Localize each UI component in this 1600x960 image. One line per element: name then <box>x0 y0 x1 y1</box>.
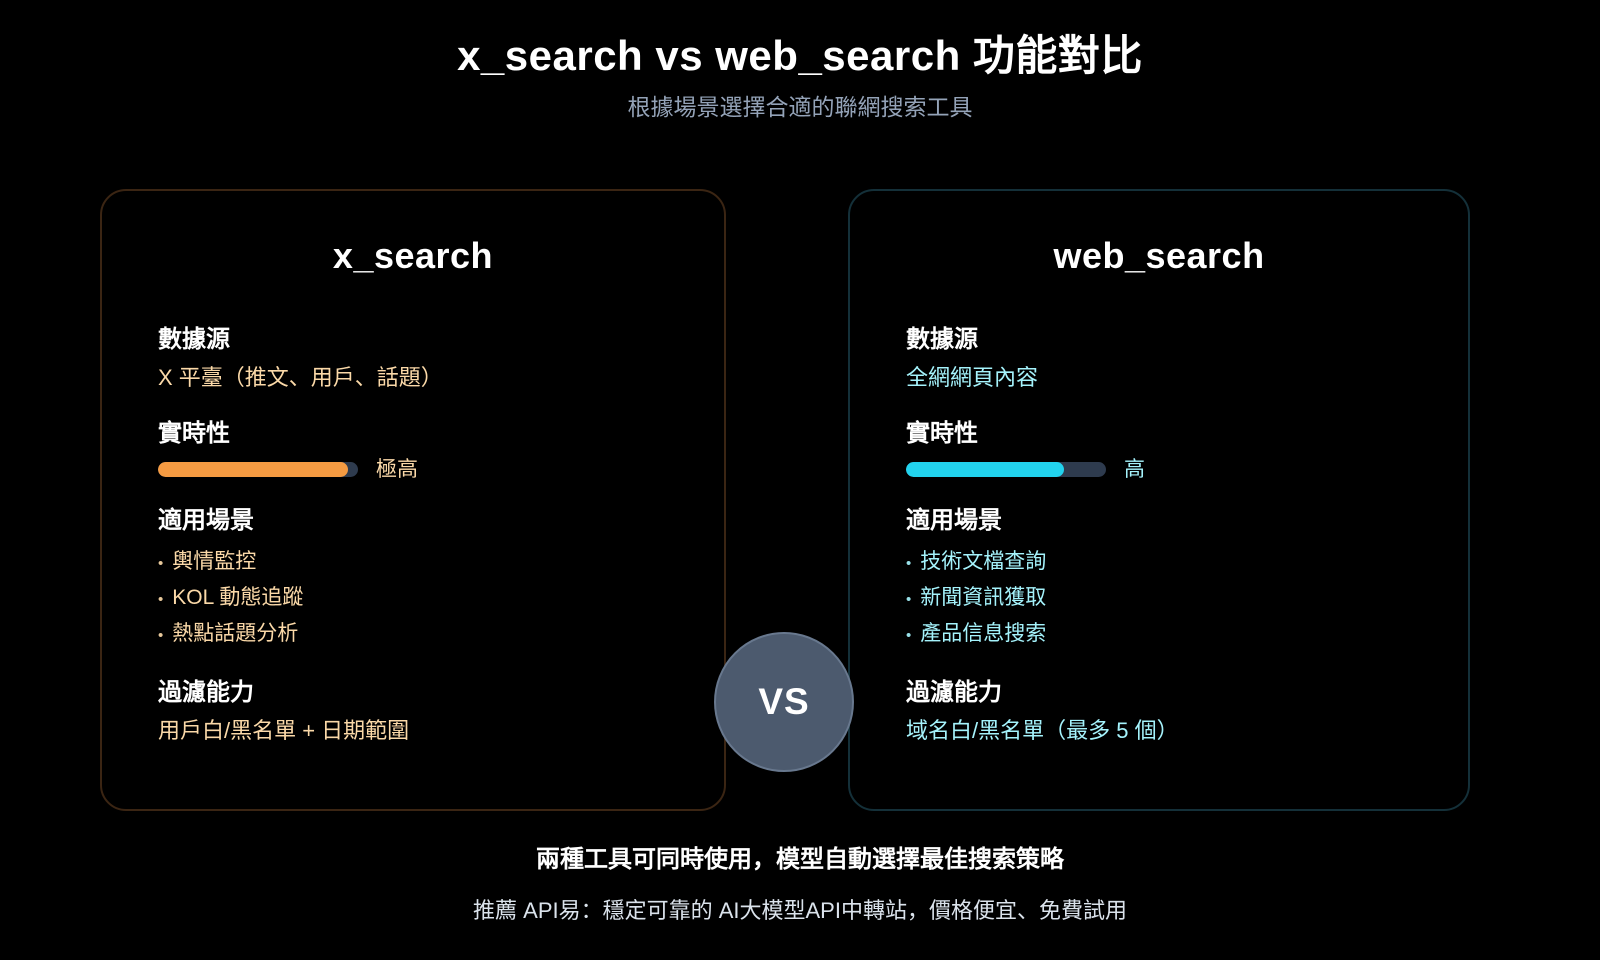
use-case-label: 技術文檔查詢 <box>920 549 1047 573</box>
section-use-cases: 適用場景 • 輿情監控 • KOL 動態追蹤 • 熱點話題分析 <box>158 506 668 652</box>
section-heading-realtime: 實時性 <box>906 419 978 447</box>
section-heading-filtering: 過濾能力 <box>906 679 1002 707</box>
section-data-source: 數據源 X 平臺（推文、用戶、話題） <box>158 325 668 393</box>
use-case-label: 輿情監控 <box>172 549 257 573</box>
use-case-label: KOL 動態追蹤 <box>172 585 304 609</box>
page-title: x_search vs web_search 功能對比 <box>457 32 1143 79</box>
realtime-meter-track <box>158 461 358 477</box>
section-data-source: 數據源 全網網頁內容 <box>906 325 1412 393</box>
footer-sub-note: 推薦 API易：穩定可靠的 AI大模型API中轉站，價格便宜、免費試用 <box>473 898 1127 923</box>
section-heading-use-cases: 適用場景 <box>158 506 254 534</box>
section-realtime: 實時性 高 <box>906 419 1412 480</box>
use-case-item: • 輿情監控 <box>158 544 668 580</box>
bullet-dot-icon: • <box>158 554 164 572</box>
card-title-web-search: web_search <box>1053 235 1265 276</box>
realtime-meter-track <box>906 461 1106 477</box>
section-value-data-source: X 平臺（推文、用戶、話題） <box>158 365 443 390</box>
realtime-meter-fill <box>158 461 348 477</box>
section-filtering: 過濾能力 用戶白/黑名單 + 日期範圍 <box>158 678 668 746</box>
realtime-meter-row: 高 <box>906 459 1412 480</box>
section-heading-filtering: 過濾能力 <box>158 679 254 707</box>
use-case-list: • 技術文檔查詢 • 新聞資訊獲取 • 產品信息搜索 <box>906 544 1412 652</box>
use-case-item: • 熱點話題分析 <box>158 616 668 652</box>
realtime-meter-label: 極高 <box>376 457 418 481</box>
page-subtitle: 根據場景選擇合適的聯網搜索工具 <box>627 94 973 121</box>
page-header: x_search vs web_search 功能對比 根據場景選擇合適的聯網搜… <box>0 0 1600 122</box>
use-case-item: • 技術文檔查詢 <box>906 544 1412 580</box>
section-use-cases: 適用場景 • 技術文檔查詢 • 新聞資訊獲取 • 產品信息搜索 <box>906 506 1412 652</box>
card-title-x-search: x_search <box>332 235 494 276</box>
section-heading-data-source: 數據源 <box>158 326 230 353</box>
section-heading-realtime: 實時性 <box>158 419 230 447</box>
use-case-label: 產品信息搜索 <box>920 621 1047 645</box>
section-value-filtering: 用戶白/黑名單 + 日期範圍 <box>158 718 410 744</box>
realtime-meter-label: 高 <box>1124 457 1145 481</box>
use-case-list: • 輿情監控 • KOL 動態追蹤 • 熱點話題分析 <box>158 544 668 652</box>
card-web-search[interactable]: web_search 數據源 全網網頁內容 實時性 高 適用場景 • 技術文檔查詢… <box>848 189 1470 811</box>
section-heading-use-cases: 適用場景 <box>906 506 1002 534</box>
vs-label: VS <box>758 681 810 722</box>
bullet-dot-icon: • <box>158 626 164 644</box>
use-case-item: • KOL 動態追蹤 <box>158 580 668 616</box>
page-footer: 兩種工具可同時使用，模型自動選擇最佳搜索策略 推薦 API易：穩定可靠的 AI大… <box>0 845 1600 925</box>
comparison-area: x_search 數據源 X 平臺（推文、用戶、話題） 實時性 極高 適用場景 … <box>0 189 1600 811</box>
bullet-dot-icon: • <box>906 554 912 572</box>
realtime-meter-row: 極高 <box>158 459 668 480</box>
section-heading-data-source: 數據源 <box>906 326 978 353</box>
bullet-dot-icon: • <box>158 590 164 608</box>
realtime-meter-fill <box>906 461 1064 477</box>
card-x-search[interactable]: x_search 數據源 X 平臺（推文、用戶、話題） 實時性 極高 適用場景 … <box>100 189 726 811</box>
use-case-label: 熱點話題分析 <box>172 621 299 645</box>
section-value-data-source: 全網網頁內容 <box>906 365 1039 390</box>
section-realtime: 實時性 極高 <box>158 419 668 480</box>
section-filtering: 過濾能力 域名白/黑名單（最多 5 個） <box>906 678 1412 746</box>
use-case-item: • 新聞資訊獲取 <box>906 580 1412 616</box>
bullet-dot-icon: • <box>906 626 912 644</box>
bullet-dot-icon: • <box>906 590 912 608</box>
footer-main-note: 兩種工具可同時使用，模型自動選擇最佳搜索策略 <box>536 846 1064 873</box>
vs-badge: VS <box>714 632 854 772</box>
use-case-label: 新聞資訊獲取 <box>920 585 1047 609</box>
section-value-filtering: 域名白/黑名單（最多 5 個） <box>906 718 1179 744</box>
use-case-item: • 產品信息搜索 <box>906 616 1412 652</box>
